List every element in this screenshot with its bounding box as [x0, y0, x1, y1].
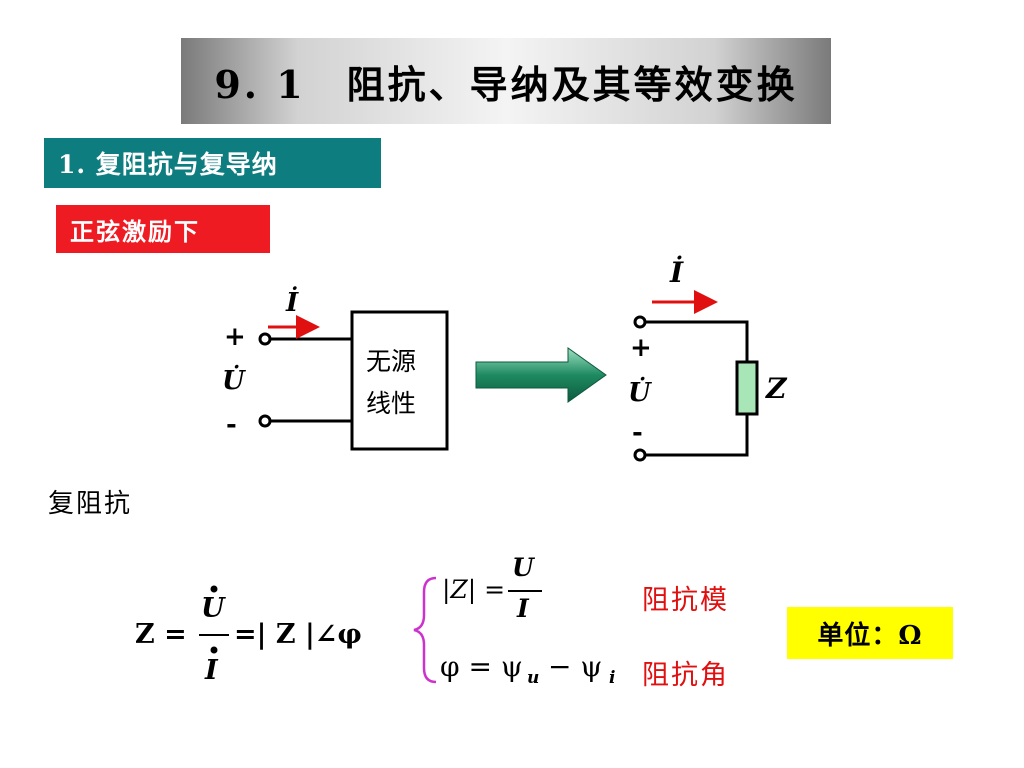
transform-arrow: [475, 347, 607, 403]
magnitude-numerator: U: [512, 553, 534, 582]
left-network: [258, 310, 449, 451]
dot-i: [210, 646, 218, 654]
system-brace: [413, 576, 437, 684]
magnitude-denominator: I: [517, 594, 529, 623]
right-wire-bottom: [645, 414, 749, 457]
angle-eq-phi: φ = ψ: [440, 650, 523, 683]
passive-network-line2: 线性: [366, 389, 417, 418]
magnitude-annotation: 阻抗模: [642, 585, 729, 616]
impedance-element: [735, 360, 759, 416]
magnitude-lhs: |Z| =: [442, 575, 506, 604]
angle-eq-sub-u: u: [527, 668, 540, 688]
dot-u: [210, 585, 218, 593]
condition-label: 正弦激励下: [70, 216, 200, 246]
complex-impedance-heading: 复阻抗: [48, 489, 133, 519]
left-terminal-top: [258, 332, 272, 346]
section-label: 1. 复阻抗与复导纳: [58, 150, 278, 179]
angle-annotation: 阻抗角: [642, 660, 729, 691]
left-terminal-bottom: [258, 414, 272, 428]
formula-numerator: U: [201, 593, 225, 624]
left-plus-sign: +: [224, 322, 246, 352]
unit-label: 单位：Ω: [817, 620, 923, 651]
passive-network-box: [350, 310, 449, 451]
right-terminal-bottom: [633, 448, 647, 462]
formula-denominator: I: [205, 655, 218, 686]
left-current-label: İ: [286, 288, 299, 318]
title-banner: 9. 1 阻抗、导纳及其等效变换: [181, 38, 831, 124]
angle-eq-minus-psi: − ψ: [548, 650, 603, 683]
section-banner: 1. 复阻抗与复导纳: [44, 138, 381, 188]
right-network: [633, 290, 759, 462]
unit-banner: 单位：Ω: [787, 607, 953, 659]
right-plus-sign: +: [630, 333, 652, 363]
right-terminal-top: [633, 315, 647, 329]
formula-rhs: =| Z |∠φ: [234, 619, 362, 650]
right-minus-sign: -: [632, 418, 643, 448]
page-title: 9. 1 阻抗、导纳及其等效变换: [214, 61, 798, 107]
impedance-label: Z: [766, 372, 787, 405]
passive-network-line1: 无源: [366, 347, 417, 376]
angle-eq-sub-i: i: [609, 668, 616, 688]
condition-banner: 正弦激励下: [56, 205, 270, 253]
formula-lhs: Z =: [135, 619, 187, 650]
right-wire-top: [645, 320, 749, 362]
left-voltage-label: U̇: [222, 366, 245, 396]
left-minus-sign: -: [226, 410, 237, 440]
right-current-label: İ: [670, 256, 684, 289]
right-voltage-label: U̇: [628, 378, 651, 408]
